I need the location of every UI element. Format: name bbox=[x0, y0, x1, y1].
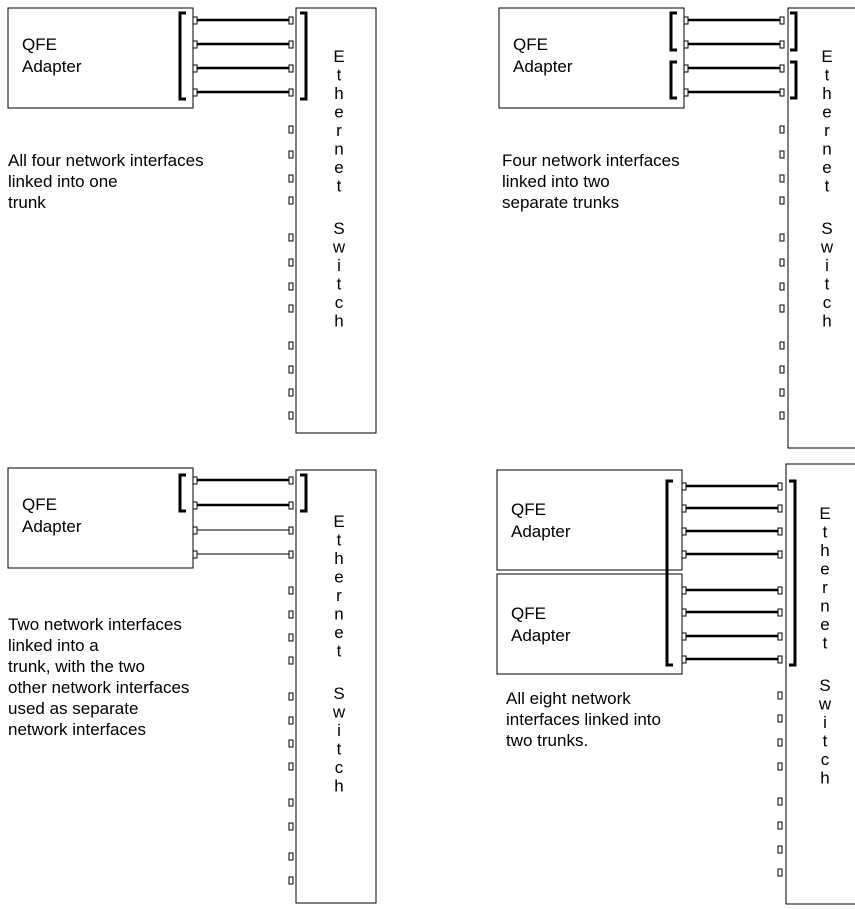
switch-ports bbox=[779, 16, 785, 420]
caption-line: trunk bbox=[8, 193, 46, 212]
caption-line: two trunks. bbox=[506, 731, 588, 750]
caption-line: All four network interfaces bbox=[8, 151, 204, 170]
cables bbox=[687, 18, 781, 94]
adapter-label-line1: QFE bbox=[513, 35, 548, 54]
ethernet-switch bbox=[295, 7, 377, 434]
adapter-ports bbox=[192, 476, 198, 559]
qfe-adapter bbox=[498, 7, 685, 109]
adapter-label-line1: QFE bbox=[511, 500, 546, 519]
switch-ports bbox=[777, 482, 783, 877]
adapter-label-line2: Adapter bbox=[22, 57, 82, 76]
adapter-label-line1: QFE bbox=[22, 35, 57, 54]
qfe-adapter bbox=[7, 7, 194, 109]
adapter-ports bbox=[192, 16, 198, 97]
trunk-brackets bbox=[178, 11, 308, 101]
ethernet-switch bbox=[787, 7, 855, 449]
switch-ports bbox=[288, 16, 294, 420]
caption-line: linked into a bbox=[8, 636, 99, 655]
adapter-label-line1: QFE bbox=[511, 604, 546, 623]
ethernet-switch bbox=[295, 469, 377, 904]
adapter-ports bbox=[681, 482, 687, 664]
qfe-adapter bbox=[7, 467, 194, 569]
caption-line: All eight network bbox=[506, 689, 631, 708]
caption-line: linked into two bbox=[502, 172, 610, 191]
caption-line: Four network interfaces bbox=[502, 151, 680, 170]
caption-line: linked into one bbox=[8, 172, 118, 191]
trunk-cables bbox=[196, 478, 290, 507]
caption-line: used as separate bbox=[8, 699, 138, 718]
caption-line: network interfaces bbox=[8, 720, 146, 739]
adapter-label-line2: Adapter bbox=[511, 626, 571, 645]
qfe-adapter bbox=[496, 573, 683, 675]
adapter-label-line2: Adapter bbox=[513, 57, 573, 76]
cables bbox=[196, 18, 290, 94]
cables bbox=[685, 484, 779, 661]
adapter-ports bbox=[683, 16, 689, 97]
trunk-brackets bbox=[665, 479, 797, 667]
switch-ports bbox=[288, 476, 294, 885]
caption-line: interfaces linked into bbox=[506, 710, 661, 729]
trunk-brackets bbox=[669, 11, 798, 100]
caption-line: separate trunks bbox=[502, 193, 619, 212]
caption-line: Two network interfaces bbox=[8, 615, 182, 634]
caption-line: trunk, with the two bbox=[8, 657, 145, 676]
adapter-label-line1: QFE bbox=[22, 495, 57, 514]
adapter-label-line2: Adapter bbox=[22, 517, 82, 536]
adapter-label-line2: Adapter bbox=[511, 522, 571, 541]
qfe-adapter bbox=[496, 469, 683, 571]
separate-cables bbox=[196, 529, 290, 555]
ethernet-switch bbox=[785, 463, 855, 905]
trunk-brackets bbox=[178, 473, 308, 513]
caption-line: other network interfaces bbox=[8, 678, 189, 697]
